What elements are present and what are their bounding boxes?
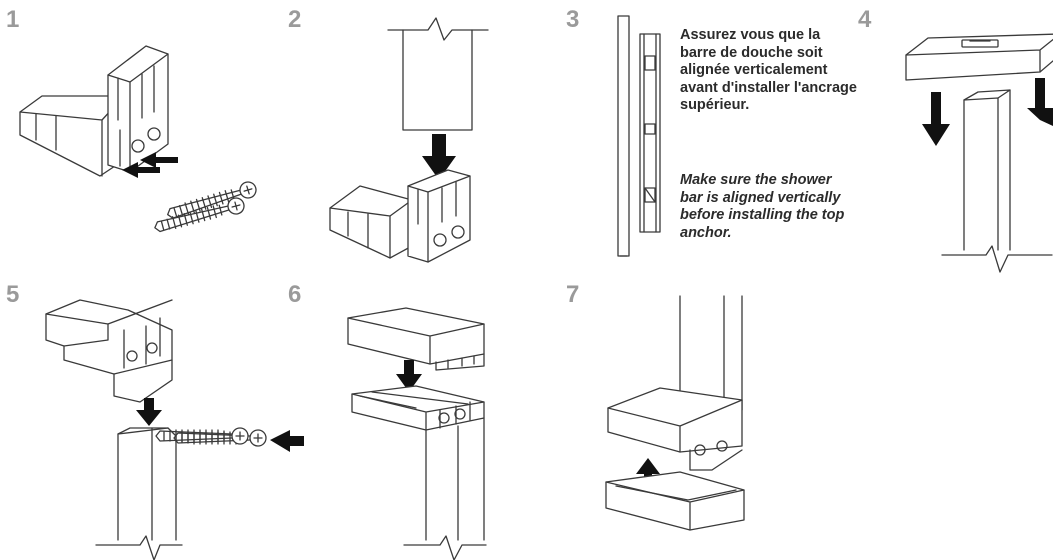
step-number-5: 5 (6, 281, 20, 308)
step-number-1: 1 (6, 6, 20, 33)
step3-bar-side-view (617, 15, 630, 257)
step2-anchor-base (329, 185, 413, 259)
step5-arrow-down (136, 398, 162, 426)
step2-anchor-clip (407, 169, 471, 263)
step2-bar (387, 17, 489, 131)
step6-cover (347, 307, 485, 371)
step5-arrow-left (270, 430, 304, 452)
alignment-note-fr: Assurez vous que la barre de douche soit… (680, 27, 857, 113)
step6-bar (403, 417, 487, 560)
step-number-4: 4 (858, 6, 872, 33)
step5-anchor (45, 299, 173, 403)
alignment-note-en: Make sure the shower bar is aligned vert… (680, 172, 845, 241)
step6-anchor-on-bar (351, 385, 485, 431)
step4-arrows (922, 78, 1053, 146)
step7-cover (605, 471, 745, 531)
step1-arrows (122, 152, 178, 178)
step-number-6: 6 (288, 281, 302, 308)
step7-drawing (605, 295, 745, 531)
step-number-7: 7 (566, 281, 580, 308)
step-number-2: 2 (288, 6, 302, 33)
step2-arrow-down (422, 134, 456, 180)
step5-drawing (45, 299, 304, 560)
step1-anchor-clip (107, 45, 169, 173)
step7-bar (679, 295, 743, 411)
step4-drawing (905, 33, 1053, 273)
step1-screws (152, 179, 259, 237)
step5-bar (95, 427, 183, 560)
step-number-3: 3 (566, 6, 580, 33)
step3-drawing (617, 15, 661, 257)
step2-drawing (329, 17, 489, 263)
step6-drawing (347, 307, 487, 560)
step4-top-anchor (905, 33, 1053, 81)
step7-arrow-up (636, 458, 660, 492)
step3-anchor-profile (639, 33, 661, 233)
step4-bar (941, 89, 1053, 273)
step1-drawing (19, 45, 259, 237)
step7-anchor (607, 387, 743, 471)
step6-arrow-down (396, 360, 422, 392)
step5-screws (155, 427, 267, 447)
